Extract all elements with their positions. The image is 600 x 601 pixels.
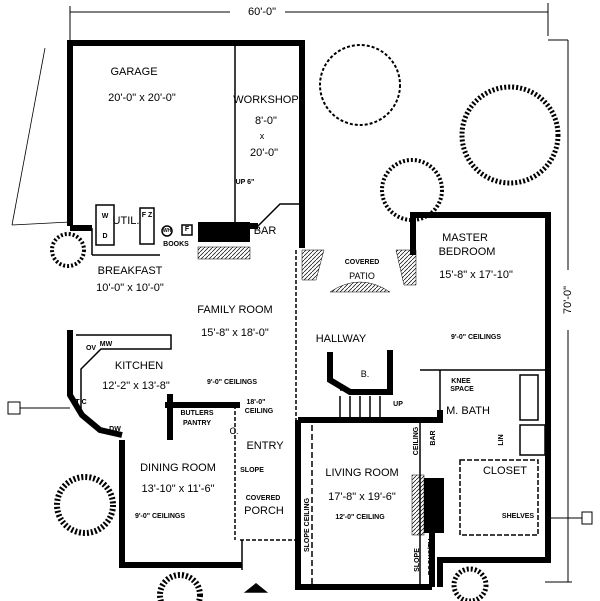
books-tv-label: BOOKS/TV (428, 538, 435, 576)
stairs-up-label: UP (393, 401, 403, 408)
books-label: BOOKS (163, 241, 189, 248)
master-bedroom-ceiling: 9'-0" CEILINGS (450, 334, 502, 341)
shelves-label: SHELVES (501, 513, 535, 520)
util-label: UTIL. (112, 215, 140, 227)
breakfast-size: 10'-0" x 10'-0" (96, 282, 164, 294)
pantry-closet-label: C. (229, 426, 239, 436)
masonry (197, 246, 425, 536)
porch-label-1: COVERED (245, 495, 281, 502)
bath-label: B. (360, 369, 370, 379)
family-room-ceiling: 9'-0" CEILINGS (206, 379, 258, 386)
entry-label: ENTRY (246, 440, 284, 452)
dining-room-size: 13'-10" x 11'-6" (141, 483, 215, 495)
width-dimension: 60'-0" (244, 6, 280, 18)
tree-icon (459, 84, 561, 186)
washer-label: W (101, 213, 109, 220)
depth-dimension: 70'-0" (562, 282, 574, 318)
breakfast-label: BREAKFAST (97, 265, 163, 277)
porch-label-2: PORCH (244, 505, 284, 517)
freezer-label: F Z (141, 212, 153, 219)
tree-icon (451, 566, 489, 601)
fireplaces (198, 222, 444, 533)
knee-space-label-2: SPACE (450, 386, 474, 393)
garage-label: GARAGE (110, 66, 158, 78)
patio-label-2: PATIO (349, 271, 375, 281)
dining-room-label: DINING ROOM (140, 462, 216, 474)
living-ceiling-vertical: CEILING (413, 426, 420, 456)
dishwasher-label: DW (109, 426, 121, 433)
master-bath-label: M. BATH (446, 405, 490, 417)
garage-size: 20'-0" x 20'-0" (108, 92, 176, 104)
living-room-size: 17'-8" x 19'-6" (328, 491, 396, 503)
pantry-label-2: PANTRY (183, 420, 211, 427)
patio-label-1: COVERED (344, 259, 380, 266)
tc-label: T C (75, 399, 87, 406)
workshop-width: 8'-0" (255, 115, 277, 127)
linen-label: LIN (498, 434, 505, 446)
hallway-label: HALLWAY (315, 333, 367, 345)
trees (50, 44, 561, 601)
living-room-ceiling: 12'-0" CEILING (335, 514, 385, 521)
workshop-label: WORKSHOP (233, 94, 299, 106)
bar-label: BAR (253, 225, 277, 237)
workshop-x: x (259, 131, 265, 141)
water-heater-label: WH (162, 228, 172, 234)
tree-icon (50, 232, 86, 268)
tree-icon (319, 44, 401, 126)
living-room-label: LIVING ROOM (325, 467, 399, 479)
entry-slope-label: SLOPE (240, 467, 264, 474)
dining-room-ceiling: 9'-0" CEILINGS (134, 513, 186, 520)
microwave-label: MW (99, 341, 113, 348)
pantry-label-1: BUTLERS (180, 410, 214, 417)
knee-space-label-1: KNEE (451, 378, 471, 385)
family-room-label: FAMILY ROOM (197, 304, 273, 316)
living-bar-label: BAR (430, 430, 437, 446)
kitchen-label: KITCHEN (114, 360, 164, 372)
tree-icon (380, 158, 444, 222)
property-markers (7, 401, 593, 525)
master-bedroom-label-1: MASTER (442, 232, 488, 244)
dryer-label: D (102, 233, 108, 240)
driveway (11, 47, 71, 226)
oven-label: OV (85, 345, 97, 352)
furnace-label: F (184, 226, 190, 233)
tree-icon (157, 572, 203, 601)
thin-walls (76, 43, 546, 593)
kitchen-size: 12'-2" x 13'-8" (102, 380, 170, 392)
workshop-depth: 20'-0" (249, 147, 279, 159)
closet-label: CLOSET (482, 465, 528, 477)
living-slope-label: SLOPE (414, 548, 421, 572)
family-room-size: 15'-8" x 18'-0" (201, 327, 269, 339)
entry-ceiling-2: CEILING (244, 408, 274, 415)
dimension-lines (69, 3, 572, 583)
tree-icon (54, 474, 116, 536)
workshop-step-note: UP 6" (235, 179, 255, 186)
master-bedroom-size: 15'-8" x 17'-10" (439, 269, 513, 281)
entry-ceiling-1: 18'-0" (246, 399, 266, 406)
walls (67, 40, 551, 590)
master-bedroom-label-2: BEDROOM (438, 246, 496, 258)
slope-ceiling-label: SLOPE CEILING (304, 497, 311, 553)
